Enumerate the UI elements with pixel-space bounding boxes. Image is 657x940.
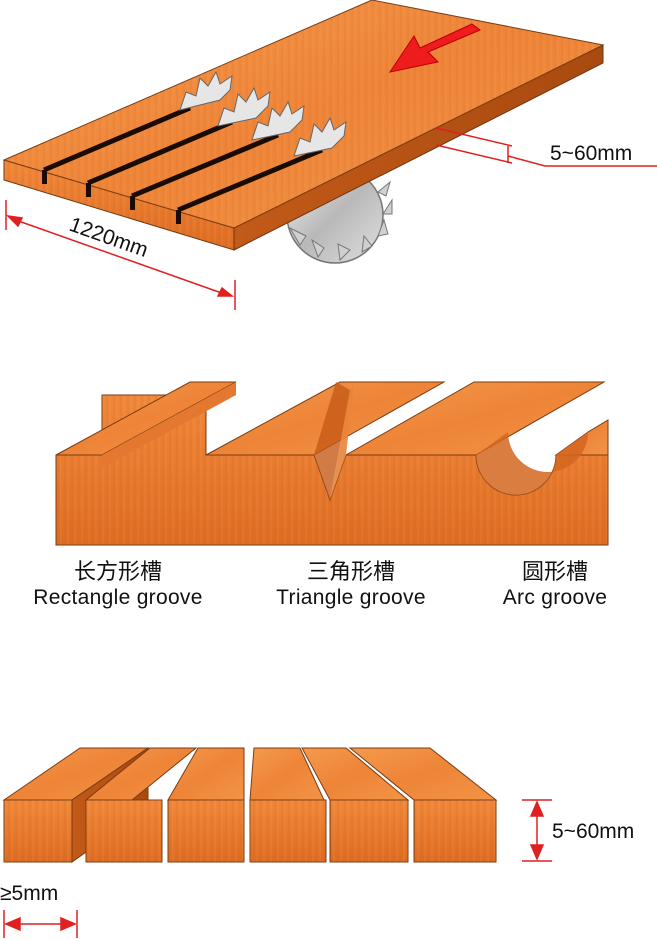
caption-arc-groove: 圆形槽 Arc groove	[480, 560, 630, 610]
grooved-board	[2, 0, 605, 264]
caption-zh: 三角形槽	[306, 560, 395, 585]
board-length-dimension	[5, 200, 236, 310]
strip	[348, 747, 498, 863]
strip	[249, 747, 327, 863]
strip-height-label: 5~60mm	[552, 820, 634, 843]
caption-en: Arc groove	[502, 586, 608, 609]
caption-zh: 长方形槽	[73, 560, 162, 585]
strip-height-dimension	[522, 799, 552, 862]
strip	[167, 747, 245, 863]
groove-profile-block	[55, 381, 609, 546]
strip-width-label: ≥5mm	[0, 882, 58, 905]
board-thickness-label: 5~60mm	[550, 142, 632, 165]
board-groove-cuts	[43, 105, 323, 213]
cut-strips	[2, 747, 498, 863]
feed-direction-arrow-icon	[388, 23, 481, 73]
strip-width-dimension	[3, 910, 78, 938]
caption-zh: 圆形槽	[521, 560, 588, 585]
caption-en: Rectangle groove	[33, 586, 203, 609]
caption-en: Triangle groove	[276, 586, 426, 609]
strip	[84, 747, 198, 863]
caption-rectangle-groove: 长方形槽 Rectangle groove	[8, 560, 228, 610]
saw-blade-icon	[179, 70, 347, 157]
strip	[301, 747, 410, 863]
board-thickness-dimension	[435, 127, 657, 167]
caption-triangle-groove: 三角形槽 Triangle groove	[252, 560, 450, 610]
